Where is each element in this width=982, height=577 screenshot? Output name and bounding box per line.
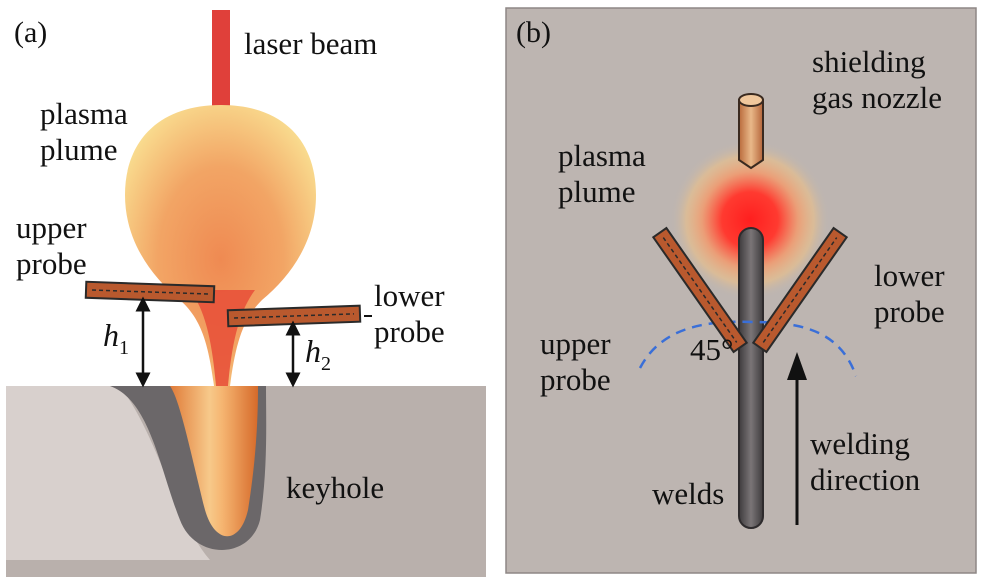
panel-b-label: (b)	[516, 16, 551, 49]
plasma-plume-b-label-line1: plasma	[558, 138, 646, 173]
welding-direction-label-line2: direction	[810, 462, 921, 497]
upper-probe-b-label-line1: upper	[540, 326, 611, 361]
laser-beam-label: laser beam	[244, 26, 377, 61]
plasma-plume	[125, 105, 316, 386]
upper-probe-label-line2: probe	[16, 246, 87, 281]
lower-probe-b	[751, 226, 849, 354]
dashed-arc-45	[638, 320, 858, 377]
panel-a: (a) laser beam plasma plume upper probe …	[6, 10, 486, 577]
lower-probe-label-line2: probe	[374, 314, 445, 349]
lower-probe-a	[226, 304, 362, 328]
angle-label: 45°	[690, 332, 733, 367]
panel-a-label: (a)	[14, 16, 47, 49]
nozzle-label-line1: shielding	[812, 44, 926, 79]
upper-probe-label-line1: upper	[16, 210, 87, 245]
upper-probe-a	[84, 280, 216, 304]
h1-label: h1	[103, 317, 129, 359]
welds-label: welds	[652, 476, 724, 511]
shielding-gas-nozzle	[738, 93, 764, 170]
nozzle-label-line2: gas nozzle	[812, 80, 942, 115]
keyhole-cavity	[170, 386, 258, 537]
lower-probe-label-line1: lower	[374, 278, 445, 313]
plasma-plume-b	[670, 140, 830, 300]
welding-direction-label-line1: welding	[810, 426, 910, 461]
upper-probe-b-label-line2: probe	[540, 362, 611, 397]
workpiece-left-face	[6, 386, 210, 560]
lower-probe-b-label-line2: probe	[874, 294, 945, 329]
upper-probe-b	[651, 226, 749, 354]
plasma-plume-core	[190, 290, 255, 386]
plasma-plume-b-label-line2: plume	[558, 174, 636, 209]
plasma-plume-label-line2: plume	[40, 132, 118, 167]
lower-probe-b-label-line1: lower	[874, 258, 945, 293]
h2-label: h2	[305, 333, 331, 375]
laser-beam	[212, 10, 230, 110]
keyhole-label: keyhole	[286, 470, 384, 505]
welding-direction-arrowhead	[787, 352, 807, 380]
panel-b: (b) shielding gas nozzle plasma plume lo…	[505, 7, 977, 574]
weld-track	[738, 227, 764, 529]
plasma-plume-label-line1: plasma	[40, 96, 128, 131]
